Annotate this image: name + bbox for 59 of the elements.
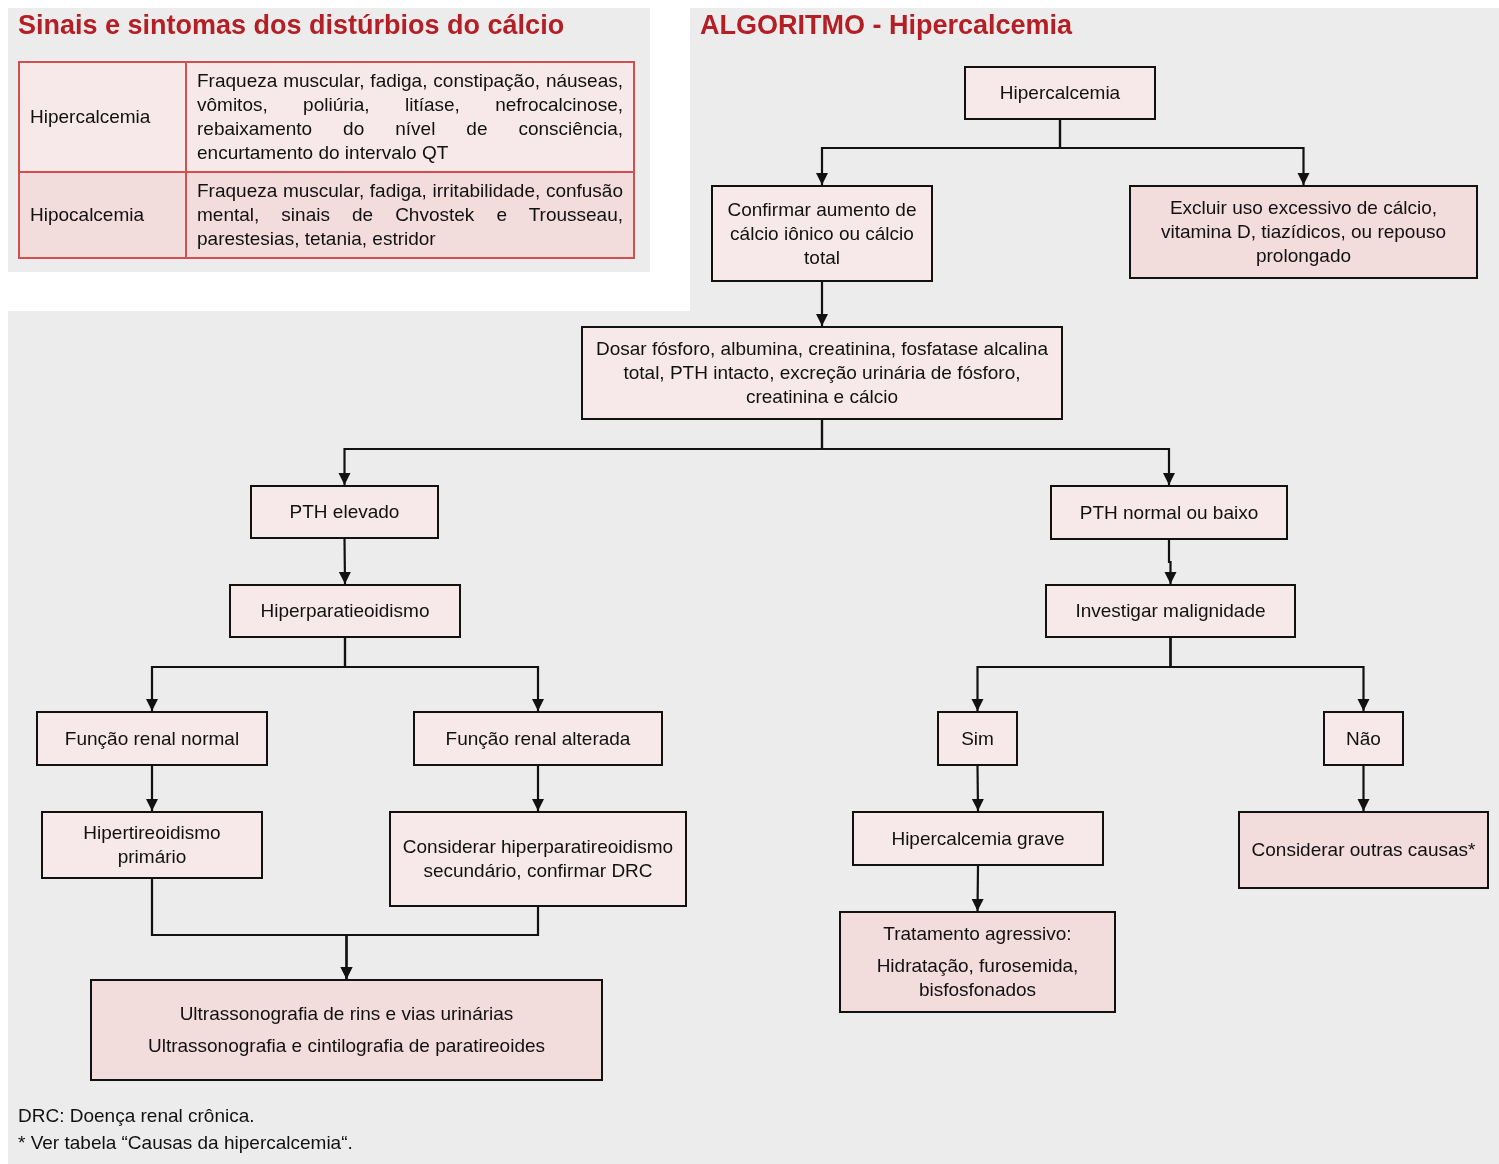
heading: Sinais e sintomas dos distúrbios do cálcio (18, 10, 565, 41)
arrow (1169, 638, 1370, 711)
process-box (250, 485, 439, 539)
arrow (343, 638, 544, 711)
footnote: * Ver tabela “Causas da hipercalcemia“. (18, 1132, 353, 1154)
process-box (964, 66, 1156, 120)
process-box (581, 326, 1063, 420)
box-text: Hipertireoidismo primário (82, 821, 222, 869)
heading: ALGORITMO - Hipercalcemia (700, 10, 1073, 41)
process-box (229, 584, 461, 638)
arrow (1058, 120, 1310, 185)
box-text: Considerar outras causas* (1251, 838, 1476, 862)
box-text: Função renal normal (64, 726, 240, 751)
box-text: Tratamento agressivo: (883, 922, 1072, 946)
process-box (389, 811, 687, 907)
box-text: Confirmar aumento de cálcio iônico ou cálcio total (726, 197, 918, 270)
arrow (820, 420, 1175, 485)
box-text: Considerar hiperparatireoidismo secundário, confirmar DRC (401, 835, 675, 883)
box-text: Ultrassonografia e cintilografia de paratireoides (147, 1034, 546, 1058)
box-text: Investigar malignidade (1075, 599, 1266, 623)
footnote: DRC: Doença renal crônica. (18, 1105, 255, 1127)
process-box (36, 711, 268, 766)
arrow (971, 866, 984, 911)
table-cell: Fraqueza muscular, fadiga, constipação, náuseas, vômitos, poliúria, litíase, nefrocalcinose, rebaixamento do nível de consciência, encurtamento do intervalo QT (186, 62, 634, 172)
box-text: PTH elevado (289, 500, 400, 524)
arrow (338, 539, 351, 584)
process-box (839, 911, 1116, 1013)
process-box (937, 711, 1018, 766)
process-box (852, 811, 1104, 866)
process-box (1045, 584, 1296, 638)
arrow (1357, 766, 1370, 811)
process-box (90, 979, 603, 1081)
box-text: Ultrassonografia de rins e vias urinárias (179, 1002, 514, 1026)
box-text: Hipercalcemia (999, 81, 1121, 105)
arrow (816, 282, 828, 326)
table-cell: Fraqueza muscular, fadiga, irritabilidade, confusão mental, sinais de Chvostek e Trousseau, parestesias, tetania, estridor (186, 172, 634, 258)
box-text: Excluir uso excessivo de cálcio, vitamina D, tiazídicos, ou repouso prolongado (1159, 196, 1448, 268)
arrow (971, 766, 984, 811)
process-box (1238, 811, 1489, 889)
box-text: Hiperparatieoidismo (260, 599, 430, 623)
box-text: Dosar fósforo, albumina, creatinina, fosfatase alcalina total, PTH intacto, excreção urinária de fósforo, creatinina e cálcio (595, 337, 1049, 409)
box-text: PTH normal ou baixo (1079, 500, 1259, 525)
box-text: Não (1346, 726, 1381, 751)
table-cell: Hipercalcemia (19, 62, 186, 172)
table-cell: Hipocalcemia (19, 172, 186, 258)
box-text: Sim (961, 726, 994, 751)
arrow (532, 766, 544, 811)
process-box (1323, 711, 1404, 766)
box-text: Função renal alterada (445, 726, 631, 751)
arrow (146, 766, 158, 811)
process-box (711, 185, 933, 282)
arrow (1164, 540, 1177, 584)
process-box (41, 811, 263, 879)
arrow (340, 907, 540, 979)
box-text: Hipercalcemia grave (891, 826, 1065, 851)
process-box (413, 711, 663, 766)
box-text: Hidratação, furosemida, bisfosfonados (875, 954, 1080, 1002)
process-box (1129, 185, 1478, 279)
process-box (1050, 485, 1288, 540)
